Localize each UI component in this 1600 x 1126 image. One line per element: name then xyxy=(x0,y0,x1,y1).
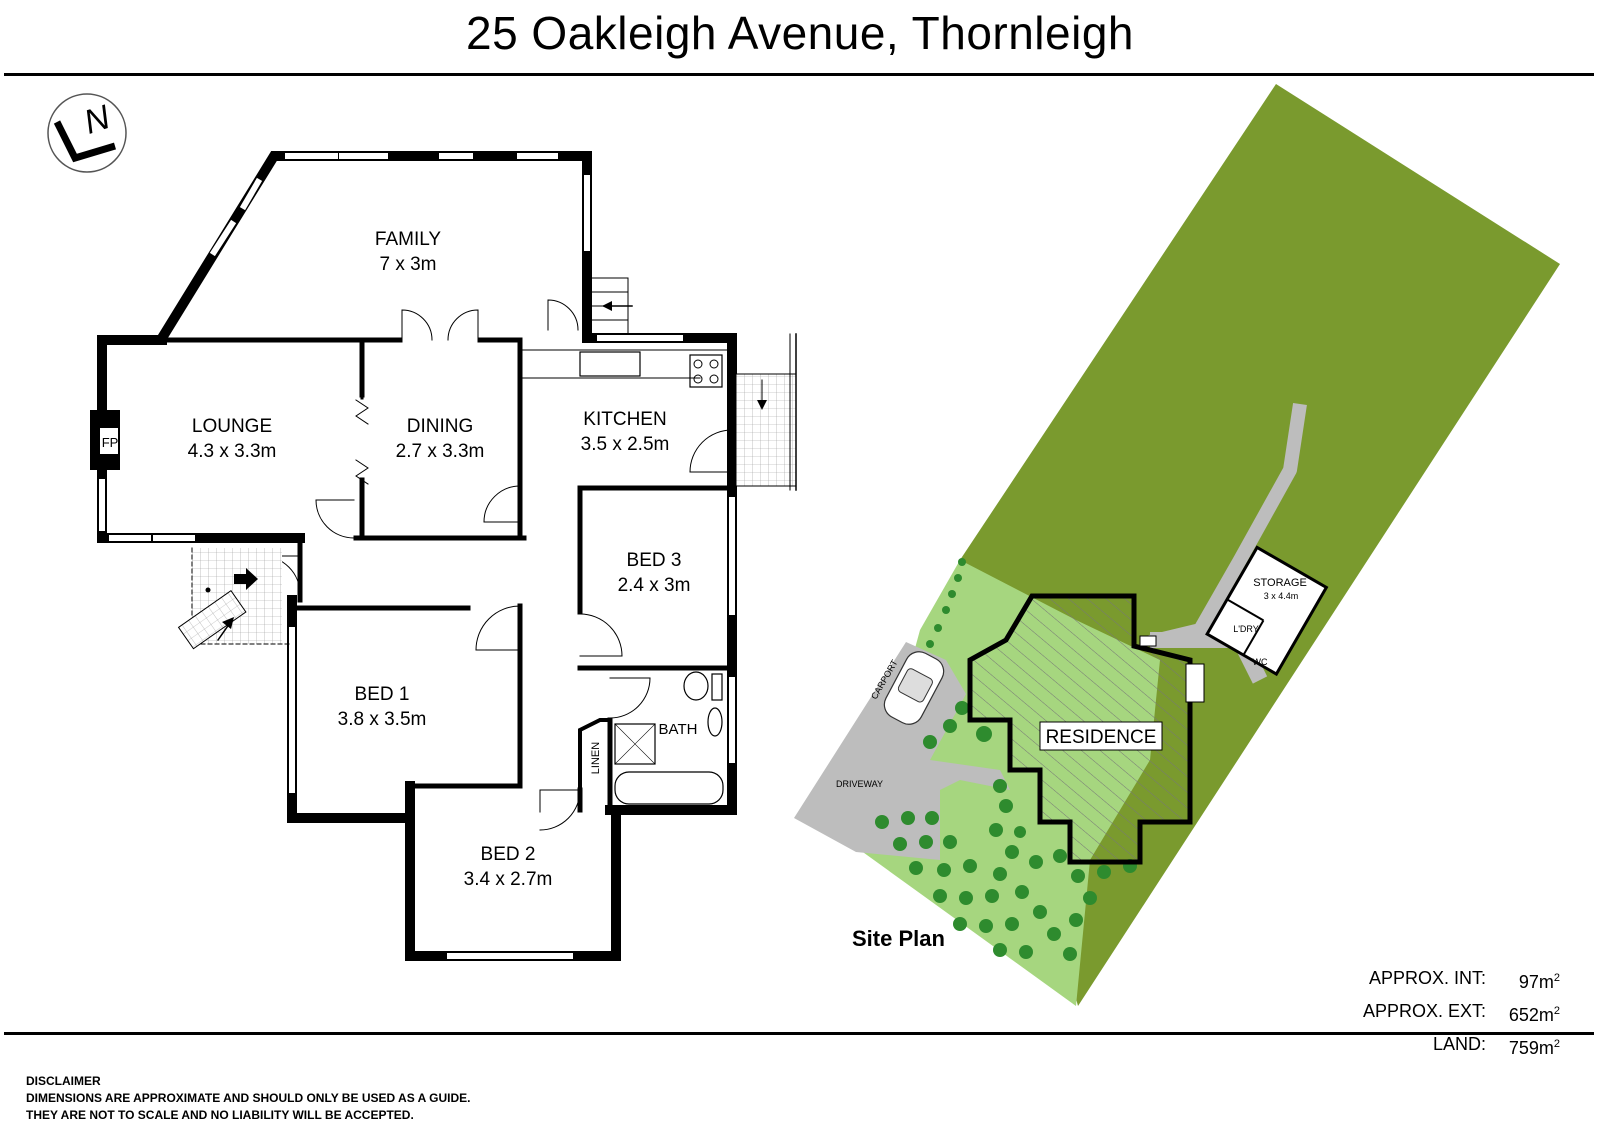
storage-building xyxy=(1205,545,1329,677)
area-value: 759m2 xyxy=(1508,1038,1560,1058)
room-family-name: FAMILY xyxy=(375,229,441,250)
room-labels: FAMILY 7 x 3m LOUNGE 4.3 x 3.3m DINING 2… xyxy=(102,229,698,890)
kitchen-cooktop xyxy=(689,354,723,388)
disclaimer: DISCLAIMER DIMENSIONS ARE APPROXIMATE AN… xyxy=(26,1073,471,1124)
room-bed2-name: BED 2 xyxy=(481,844,536,865)
storage-dims: 3 x 4.4m xyxy=(1264,591,1299,601)
basin xyxy=(707,707,723,737)
room-lounge-name: LOUNGE xyxy=(192,416,272,437)
room-bed2-dims: 3.4 x 2.7m xyxy=(464,869,553,890)
compass-icon: N xyxy=(47,93,127,173)
laundry-label: L'DRY xyxy=(1233,624,1259,634)
site-plan-title: Site Plan xyxy=(852,926,945,951)
room-bed3-dims: 2.4 x 3m xyxy=(618,575,691,596)
bathtub xyxy=(614,771,724,805)
top-divider xyxy=(4,73,1594,76)
area-row-land: LAND: 759m2 xyxy=(1363,1030,1560,1063)
page-title: 25 Oakleigh Avenue, Thornleigh xyxy=(465,7,1134,59)
area-value: 97m2 xyxy=(1518,972,1560,992)
driveway-label: DRIVEWAY xyxy=(836,779,883,789)
area-summary: APPROX. INT: 97m2 APPROX. EXT: 652m2 LAN… xyxy=(1363,964,1560,1063)
area-label: LAND: xyxy=(1432,1034,1486,1054)
room-dining-name: DINING xyxy=(407,416,474,437)
room-bath-name: BATH xyxy=(659,721,698,738)
room-dining-dims: 2.7 x 3.3m xyxy=(396,441,485,462)
area-row-external: APPROX. EXT: 652m2 xyxy=(1363,997,1560,1030)
room-bed1-name: BED 1 xyxy=(355,684,410,705)
room-kitchen-dims: 3.5 x 2.5m xyxy=(581,434,670,455)
driveway-area xyxy=(794,642,1010,860)
kitchen-sink xyxy=(579,351,641,377)
room-linen-name: LINEN xyxy=(590,742,602,774)
residence-label: RESIDENCE xyxy=(1046,727,1157,748)
fireplace-label: FP xyxy=(102,435,119,450)
area-label: APPROX. EXT: xyxy=(1362,1001,1486,1021)
disclaimer-heading: DISCLAIMER xyxy=(26,1074,101,1088)
room-bed1-dims: 3.8 x 3.5m xyxy=(338,709,427,730)
site-plan: CARPORT DRIVEWAY RESIDENCE STORAGE 3 x 4… xyxy=(794,84,1560,1006)
toilet xyxy=(683,671,709,701)
entry-arrow-icon xyxy=(234,568,258,590)
floor-plan xyxy=(90,151,797,961)
room-lounge-dims: 4.3 x 3.3m xyxy=(188,441,277,462)
bottom-divider xyxy=(4,1032,1594,1035)
area-row-internal: APPROX. INT: 97m2 xyxy=(1363,964,1560,997)
garden-trees xyxy=(875,558,1137,961)
area-label: APPROX. INT: xyxy=(1368,968,1486,988)
room-family-dims: 7 x 3m xyxy=(379,254,436,275)
room-kitchen-name: KITCHEN xyxy=(583,409,666,430)
disclaimer-line: THEY ARE NOT TO SCALE AND NO LIABILITY W… xyxy=(26,1108,414,1122)
lounge-exterior-wall xyxy=(97,335,305,543)
area-value: 652m2 xyxy=(1508,1005,1560,1025)
car-icon xyxy=(883,651,945,725)
storage-name: STORAGE xyxy=(1253,577,1307,589)
shower xyxy=(614,723,656,765)
wc-label: WC xyxy=(1253,657,1268,667)
room-bed3-name: BED 3 xyxy=(627,550,682,571)
disclaimer-line: DIMENSIONS ARE APPROXIMATE AND SHOULD ON… xyxy=(26,1091,471,1105)
